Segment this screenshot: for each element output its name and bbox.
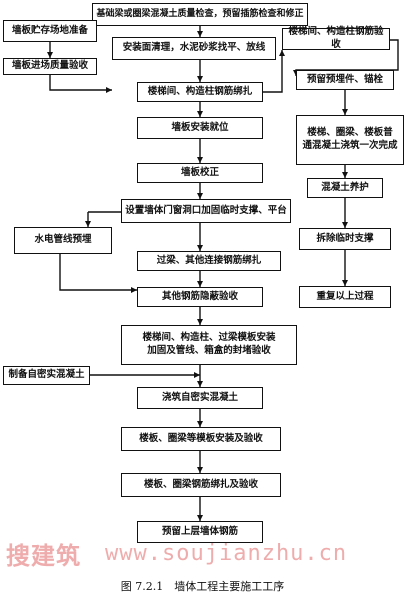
node-floor-rebar: 楼板、圈梁钢筋绑扎及验收 (121, 473, 281, 497)
node-storage-prep: 墙板贮存场地准备 (3, 20, 97, 42)
node-rebar-acceptance: 楼梯间、构造柱钢筋验收 (282, 26, 390, 50)
node-foundation-inspection: 基础梁或圈梁混凝土质量检查，预留插筋检查和修正 (92, 3, 308, 26)
node-pour-scc: 浇筑自密实混凝土 (137, 387, 263, 409)
node-rebar-binding: 楼梯间、构造柱钢筋绑扎 (137, 82, 263, 102)
watermark: 搜建筑 www.soujianzhu.cn (0, 536, 405, 570)
node-repeat-process: 重复以上过程 (299, 286, 391, 308)
node-prepare-scc: 制备自密实混凝土 (3, 366, 90, 385)
node-opening-supports: 设置墙体门窗洞口加固临时支撑、平台 (121, 199, 291, 223)
node-remove-supports: 拆除临时支撑 (299, 228, 391, 250)
node-panel-installation: 墙板安装就位 (137, 117, 263, 139)
watermark-chinese: 搜建筑 (6, 541, 81, 570)
node-upper-wall-rebar: 预留上层墙体钢筋 (137, 521, 263, 543)
node-curing: 混凝土养护 (307, 178, 383, 198)
node-panel-correction: 墙板校正 (137, 163, 263, 183)
node-embedded-anchors: 预留预埋件、锚栓 (296, 70, 394, 90)
figure-caption: 图 7.2.1 墙体工程主要施工工序 (120, 580, 285, 593)
watermark-url: www.soujianzhu.cn (105, 540, 348, 566)
node-concealed-acceptance: 其他钢筋隐蔽验收 (137, 287, 263, 307)
node-incoming-inspection: 墙板进场质量验收 (3, 58, 97, 75)
node-formwork-acceptance: 楼梯间、构造柱、过梁模板安装 加固及管线、箱盒的封堵验收 (121, 325, 297, 365)
node-utility-embedding: 水电管线预埋 (14, 227, 112, 254)
node-ordinary-concrete-pour: 楼梯、圈梁、楼板普 通混凝土浇筑一次完成 (296, 115, 404, 165)
node-floor-formwork: 楼板、圈梁等模板安装及验收 (121, 427, 281, 451)
node-lintel-rebar: 过梁、其他连接钢筋绑扎 (137, 251, 281, 271)
node-surface-cleaning: 安装面清理，水泥砂浆找平、放线 (112, 37, 276, 60)
